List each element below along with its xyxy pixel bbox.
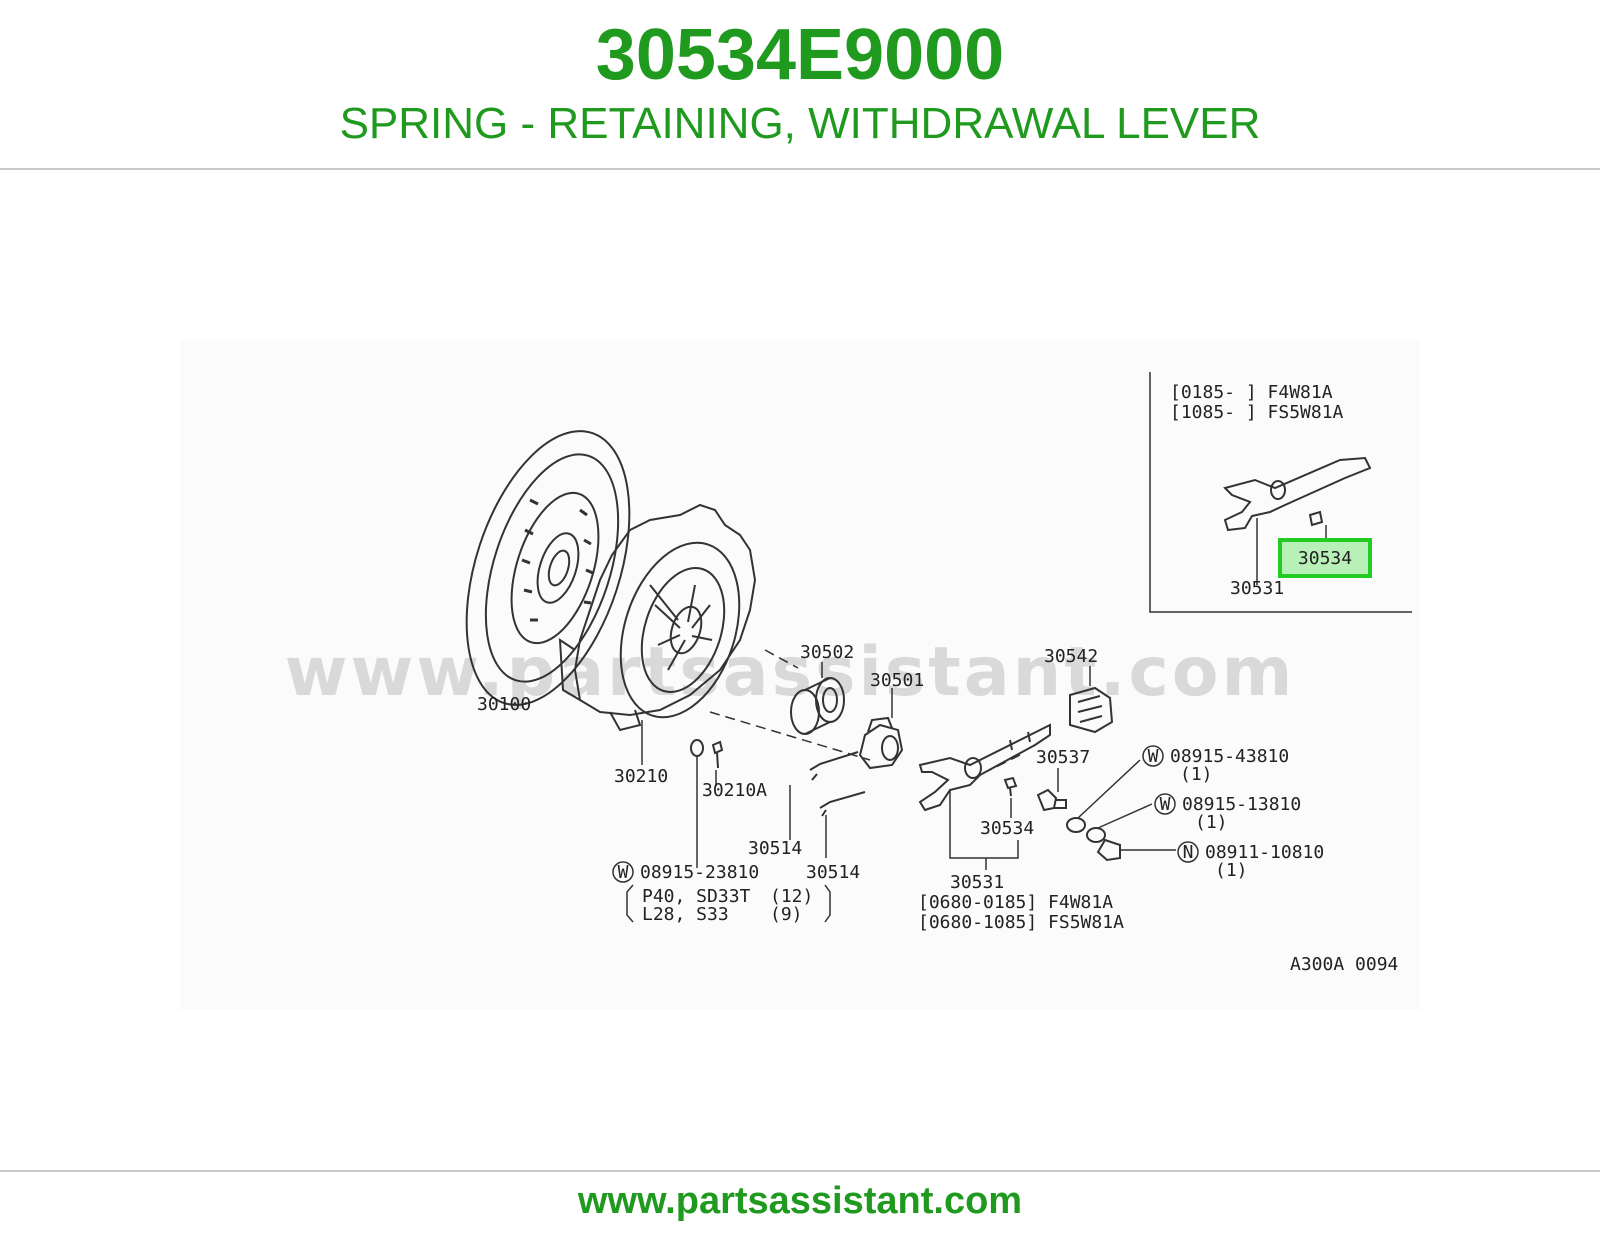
- label-08915-13810: 08915-13810: [1182, 794, 1301, 815]
- bolt-app-2: L28, S33: [642, 904, 729, 925]
- inset-range-1: [0185- ] F4W81A: [1170, 382, 1333, 403]
- label-08915-43810: 08915-43810: [1170, 746, 1289, 767]
- part-name-subtitle: SPRING - RETAINING, WITHDRAWAL LEVER: [339, 99, 1261, 148]
- label-30531: 30531: [950, 872, 1004, 893]
- header-divider: [0, 168, 1600, 170]
- footer-divider: [0, 1170, 1600, 1172]
- release-bearing-30502[interactable]: [790, 677, 845, 735]
- label-08915-13810-qty: (1): [1195, 812, 1228, 833]
- washers-and-nut[interactable]: [1066, 817, 1121, 862]
- withdrawal-lever-30531[interactable]: [918, 723, 1051, 812]
- diagram-code: A300A 0094: [1290, 954, 1398, 975]
- bolt-app-2-qty: (9): [770, 904, 803, 925]
- label-08911-10810-qty: (1): [1215, 860, 1248, 881]
- pivot-ball-30537[interactable]: [1036, 788, 1067, 812]
- retaining-spring-30534[interactable]: [1003, 776, 1018, 797]
- bolt-30210a[interactable]: [690, 739, 724, 769]
- parts-diagram: www.partsassistant.com 30100 30210: [285, 372, 1412, 975]
- label-30100: 30100: [477, 694, 531, 715]
- page-header: 30534E9000 SPRING - RETAINING, WITHDRAWA…: [0, 0, 1600, 170]
- n-symbol: N: [1183, 842, 1194, 863]
- bearing-sleeve-30501[interactable]: [858, 716, 904, 770]
- label-30501: 30501: [870, 670, 924, 691]
- diagram-panel: www.partsassistant.com 30100 30210: [180, 340, 1420, 1010]
- label-30502: 30502: [800, 642, 854, 663]
- label-30514-b: 30514: [806, 862, 860, 883]
- clutch-cover-30210[interactable]: [558, 503, 760, 733]
- watermark-text: www.partsassistant.com: [285, 633, 1296, 712]
- label-30210: 30210: [614, 766, 668, 787]
- footer-url[interactable]: www.partsassistant.com: [577, 1180, 1023, 1222]
- highlight-box-30534[interactable]: [1278, 538, 1372, 578]
- w-symbol-3: W: [1160, 794, 1171, 815]
- w-symbol-1: W: [618, 862, 629, 883]
- label-30534: 30534: [980, 818, 1034, 839]
- inset-label-30531: 30531: [1230, 578, 1284, 599]
- part-number-title: 30534E9000: [595, 15, 1005, 95]
- clutch-disc-30100[interactable]: [436, 411, 661, 726]
- label-08915-43810-qty: (1): [1180, 764, 1213, 785]
- w-symbol-2: W: [1148, 746, 1159, 767]
- label-30537: 30537: [1036, 747, 1090, 768]
- label-30514-a: 30514: [748, 838, 802, 859]
- inset-view: [0185- ] F4W81A [1085- ] FS5W81A 30531 3…: [1149, 372, 1412, 613]
- bolt-app-1-qty: (12): [770, 886, 813, 907]
- clip-30514[interactable]: [809, 751, 866, 817]
- lever-range-1: [0680-0185] F4W81A: [918, 892, 1113, 913]
- bolt-app-1: P40, SD33T: [642, 886, 751, 907]
- dust-boot-30542[interactable]: [1069, 686, 1114, 734]
- label-08911-10810: 08911-10810: [1205, 842, 1324, 863]
- label-30210a: 30210A: [702, 780, 767, 801]
- label-30542: 30542: [1044, 646, 1098, 667]
- inset-lever-drawing: [1223, 456, 1372, 532]
- inset-range-2: [1085- ] FS5W81A: [1170, 402, 1344, 423]
- label-08915-23810: 08915-23810: [640, 862, 759, 883]
- lever-range-2: [0680-1085] FS5W81A: [918, 912, 1124, 933]
- inset-label-30534: 30534: [1298, 548, 1352, 569]
